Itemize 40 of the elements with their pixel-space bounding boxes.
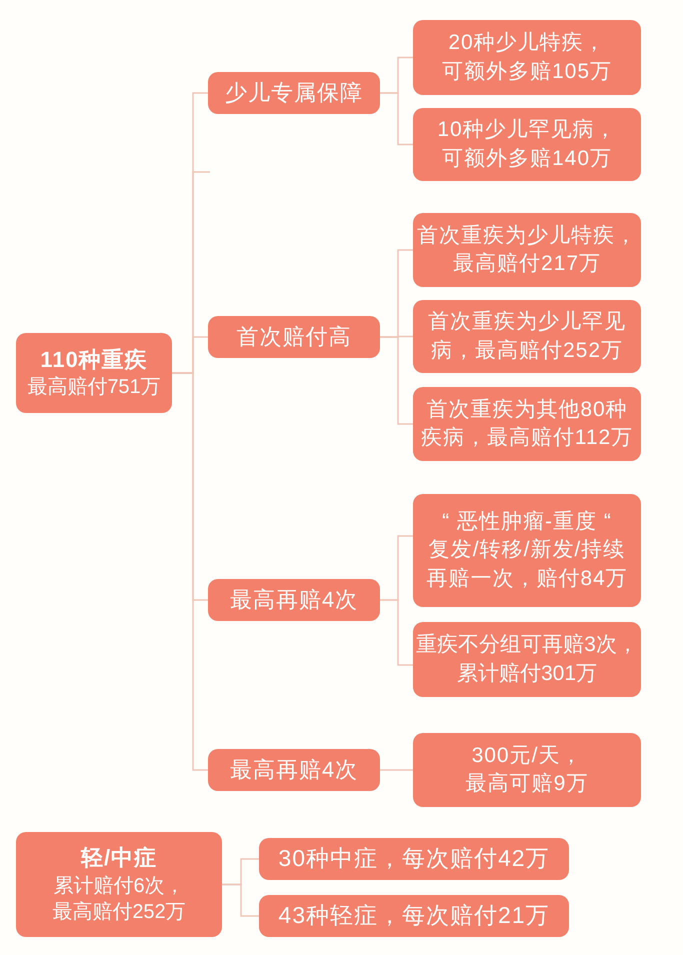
detail-text: 重疾不分组可再赔3次，累计赔付301万 <box>415 632 639 686</box>
detail-text: 10种少儿罕见病，可额外多赔140万 <box>436 117 618 172</box>
detail-box <box>413 733 641 807</box>
detail-text: 首次重疾为少儿罕见病，最高赔付252万 <box>427 309 627 364</box>
detail-text: 复发/转移/新发/持续再赔一次，赔付84万 <box>425 537 629 592</box>
topic-title: 110种重疾 <box>40 346 148 374</box>
detail-text: 20种少儿特疾，可额外多赔105万 <box>440 30 614 84</box>
detail-text: 首次重疾为少儿特疾，最高赔付217万 <box>416 222 638 277</box>
detail-box <box>413 387 641 461</box>
detail-box <box>413 300 641 373</box>
detail-box <box>259 838 569 880</box>
topic-note: 最高赔付751万 <box>26 375 162 400</box>
detail-text: 首次重疾为其他80种疾病，最高赔付112万 <box>420 396 634 451</box>
detail-box <box>413 213 641 287</box>
connector-line <box>380 769 413 771</box>
topic-box <box>16 832 222 937</box>
detail-box <box>413 20 641 95</box>
detail-box <box>413 622 641 697</box>
detail-text: “ 恶性肿瘤-重度 “ <box>441 508 613 535</box>
connector-line <box>222 884 259 917</box>
category-box <box>208 72 380 114</box>
topic-box <box>16 333 172 413</box>
category-box <box>208 579 380 621</box>
topic-note: 累计赔付6次，最高赔付252万 <box>51 874 187 925</box>
category-label: 最高再赔4次 <box>230 586 358 614</box>
detail-text: 43种轻症，每次赔付21万 <box>278 902 550 930</box>
category-box <box>208 749 380 791</box>
connector-line <box>380 599 413 666</box>
category-label: 首次赔付高 <box>236 324 352 350</box>
category-label: 最高再赔4次 <box>230 756 358 784</box>
category-box <box>208 316 380 358</box>
detail-box <box>259 895 569 937</box>
detail-text: 30种中症，每次赔付42万 <box>278 845 550 873</box>
connector-line <box>380 92 413 146</box>
detail-text: 300元/天，最高可赔9万 <box>464 742 590 797</box>
connector-line <box>380 336 413 425</box>
category-label: 少儿专属保障 <box>225 80 363 106</box>
detail-box <box>413 494 641 607</box>
detail-box <box>413 108 641 181</box>
topic-title: 轻/中症 <box>80 844 158 872</box>
